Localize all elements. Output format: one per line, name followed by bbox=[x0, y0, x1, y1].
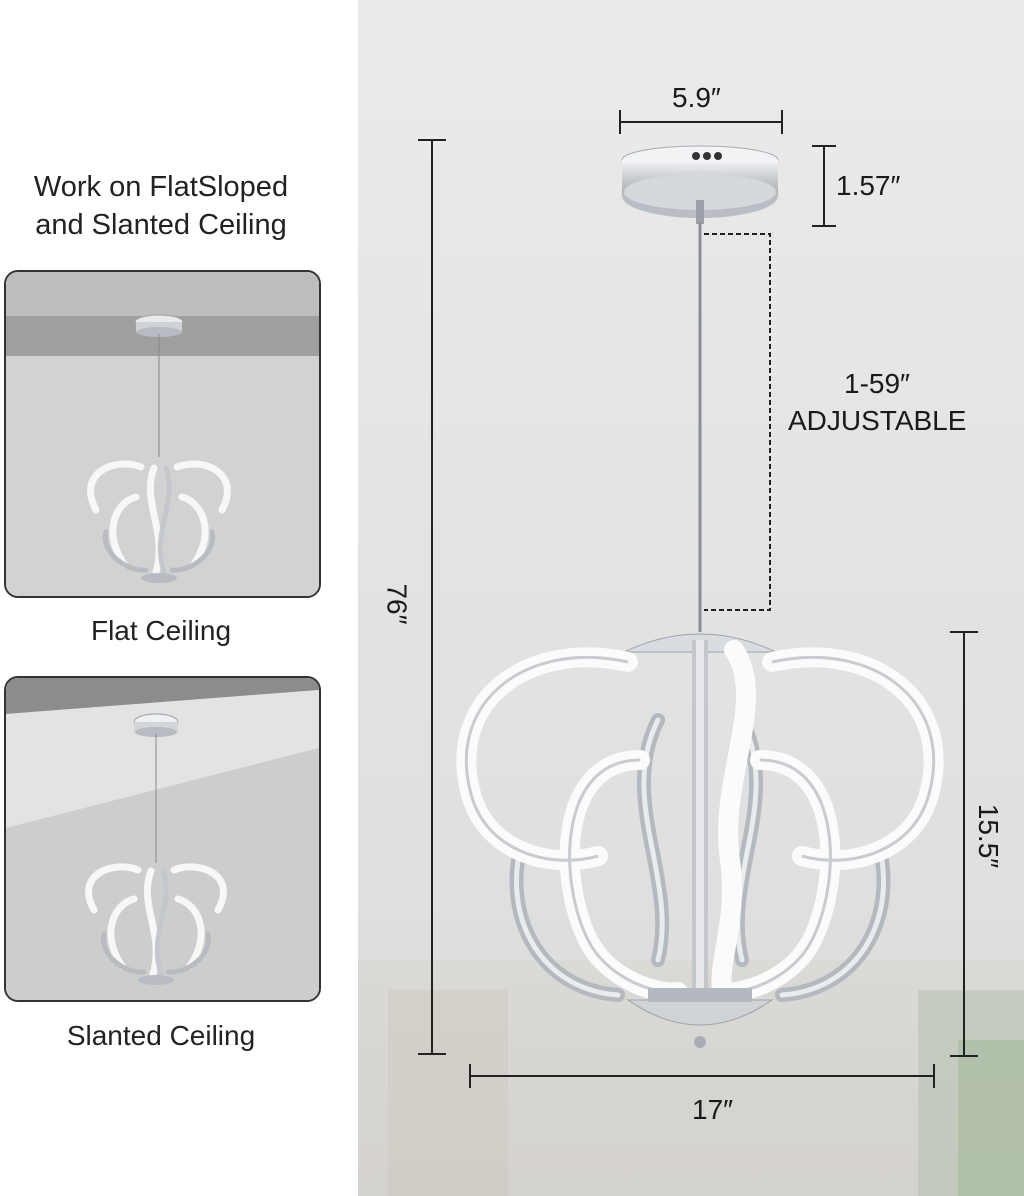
fixture-dimension-drawing bbox=[358, 110, 1024, 1196]
slanted-ceiling-caption: Slanted Ceiling bbox=[66, 1020, 256, 1051]
slanted-ceiling-photo bbox=[4, 676, 321, 1002]
dimension-diagram-panel: 5.9″ 1.57″ 1-59″ ADJUSTABLE 76″ 15.5″ 17… bbox=[358, 0, 1024, 1196]
adjustable-word-label: ADJUSTABLE bbox=[788, 405, 967, 436]
heading-line-2: and Slanted Ceiling bbox=[35, 209, 287, 241]
fixture-height-label: 15.5″ bbox=[973, 803, 1005, 869]
canopy-height-label: 1.57″ bbox=[836, 170, 901, 201]
fixture-width-label: 17″ bbox=[692, 1094, 734, 1125]
adjustable-length-label: 1-59″ bbox=[844, 368, 910, 399]
left-panel: Work on FlatSloped and Slanted Ceiling bbox=[0, 0, 358, 1196]
flat-ceiling-photo bbox=[4, 270, 321, 598]
flat-ceiling-caption: Flat Ceiling bbox=[90, 615, 232, 646]
canopy-width-label: 5.9″ bbox=[672, 82, 721, 113]
total-height-label: 76″ bbox=[381, 583, 413, 625]
heading-line-1: Work on FlatSloped bbox=[33, 171, 289, 203]
